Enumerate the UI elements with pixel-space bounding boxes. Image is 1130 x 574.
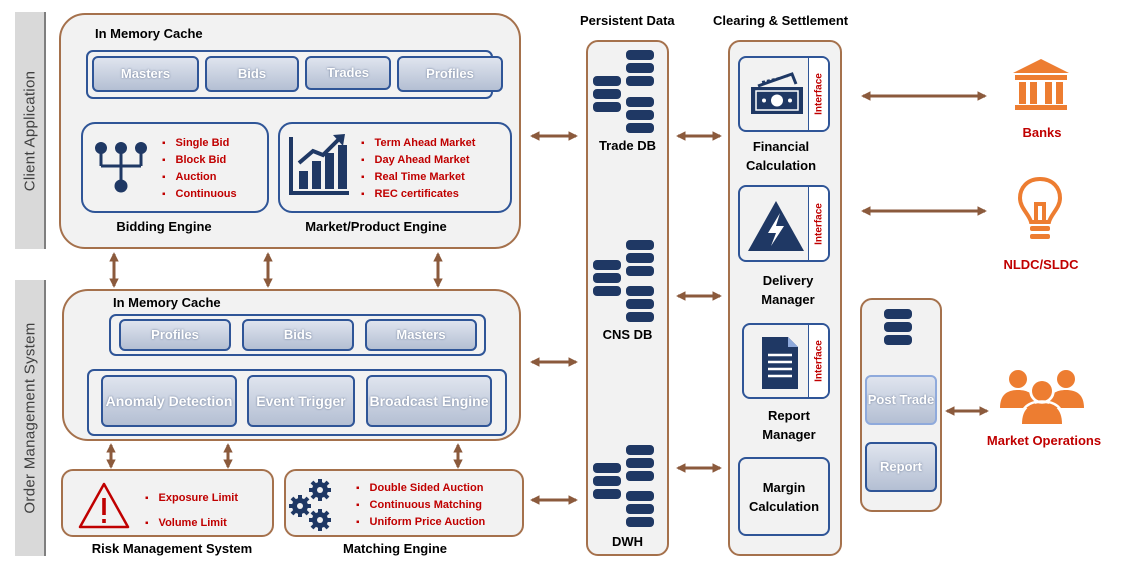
people-icon <box>1000 370 1084 424</box>
report-module-box: Interface <box>742 323 830 399</box>
client-cache-title: In Memory Cache <box>95 26 203 41</box>
delivery-manager-label: Delivery Manager <box>761 273 815 307</box>
client-application-label: Client Application <box>15 12 46 249</box>
cns-db-icon <box>591 238 656 324</box>
report-button[interactable]: Report <box>865 442 937 492</box>
client-application-text: Client Application <box>21 70 38 191</box>
broadcast-engine-chip: Broadcast Engine <box>366 375 492 427</box>
bidding-engine-label: Bidding Engine <box>116 219 212 234</box>
lightbulb-icon <box>1017 176 1063 239</box>
delivery-interface-tab: Interface <box>808 187 828 260</box>
persistent-data-title: Persistent Data <box>580 13 675 28</box>
risk-limit-item: Volume Limit <box>145 511 238 536</box>
bidding-type-item: Continuous <box>162 186 237 203</box>
client-cache-bids: Bids <box>205 56 299 92</box>
report-interface-tab: Interface <box>808 325 828 397</box>
electricity-icon <box>748 201 804 251</box>
matching-engine-label: Matching Engine <box>343 541 447 556</box>
oms-cache-bids: Bids <box>242 319 354 351</box>
client-cache-masters: Masters <box>92 56 199 92</box>
matching-type-item: Double Sided Auction <box>356 480 485 497</box>
document-icon <box>762 337 798 389</box>
margin-calculation-label: Margin Calculation <box>748 479 820 514</box>
bidding-tree-icon <box>95 142 147 193</box>
gears-icon <box>289 479 331 531</box>
bidding-type-item: Auction <box>162 169 237 186</box>
report-manager-label: Report Manager <box>762 408 816 442</box>
market-type-item: Real Time Market <box>361 169 475 186</box>
order-management-text: Order Management System <box>21 322 38 514</box>
oms-cache-profiles: Profiles <box>119 319 231 351</box>
banks-label: Banks <box>1022 125 1062 140</box>
db-stack-left <box>591 74 623 114</box>
anomaly-detection-chip: Anomaly Detection <box>101 375 237 427</box>
event-trigger-chip: Event Trigger <box>247 375 355 427</box>
market-type-item: Day Ahead Market <box>361 152 475 169</box>
post-trade-button[interactable]: Post Trade <box>865 375 937 425</box>
market-type-item: REC certificates <box>361 186 475 203</box>
risk-management-label: Risk Management System <box>91 541 253 556</box>
bidding-types-list: Single Bid Block Bid Auction Continuous <box>162 135 237 203</box>
dwh-label: DWH <box>611 534 644 549</box>
client-cache-trades: Trades <box>305 56 391 90</box>
market-operations-label: Market Operations <box>986 433 1102 448</box>
growth-chart-icon <box>289 134 349 195</box>
bank-icon <box>1013 59 1069 110</box>
margin-calculation-box: Margin Calculation <box>738 457 830 536</box>
oms-cache-title: In Memory Cache <box>113 295 221 310</box>
oms-cache-masters: Masters <box>365 319 477 351</box>
interface-label: Interface <box>813 202 824 245</box>
matching-type-item: Uniform Price Auction <box>356 514 486 531</box>
matching-type-item: Continuous Matching <box>356 497 485 514</box>
order-management-label: Order Management System <box>15 280 46 556</box>
client-cache-profiles: Profiles <box>397 56 503 92</box>
cns-db-label: CNS DB <box>602 327 653 342</box>
trade-db-icon <box>591 48 656 135</box>
market-engine-label: Market/Product Engine <box>305 219 447 234</box>
nldc-label: NLDC/SLDC <box>1003 257 1079 272</box>
financial-module-box: Interface <box>738 56 830 132</box>
financial-interface-tab: Interface <box>808 58 828 130</box>
matching-types-list: Double Sided Auction Continuous Matching… <box>356 480 486 531</box>
trade-db-label: Trade DB <box>598 138 657 153</box>
post-trade-db-icon <box>882 307 914 347</box>
clearing-title: Clearing & Settlement <box>713 13 849 28</box>
market-types-list: Term Ahead Market Day Ahead Market Real … <box>361 135 476 203</box>
delivery-module-box: Interface <box>738 185 830 262</box>
financial-calculation-label: Financial Calculation <box>745 139 817 173</box>
bidding-type-item: Single Bid <box>162 135 237 152</box>
market-type-item: Term Ahead Market <box>361 135 476 152</box>
risk-limit-item: Exposure Limit <box>145 486 238 511</box>
risk-limits-list: Exposure Limit Volume Limit <box>145 486 238 536</box>
warning-icon <box>78 482 130 529</box>
interface-label: Interface <box>813 73 824 115</box>
interface-label: Interface <box>813 340 824 382</box>
dwh-icon <box>591 443 656 529</box>
money-icon <box>751 72 803 114</box>
bidding-type-item: Block Bid <box>162 152 237 169</box>
